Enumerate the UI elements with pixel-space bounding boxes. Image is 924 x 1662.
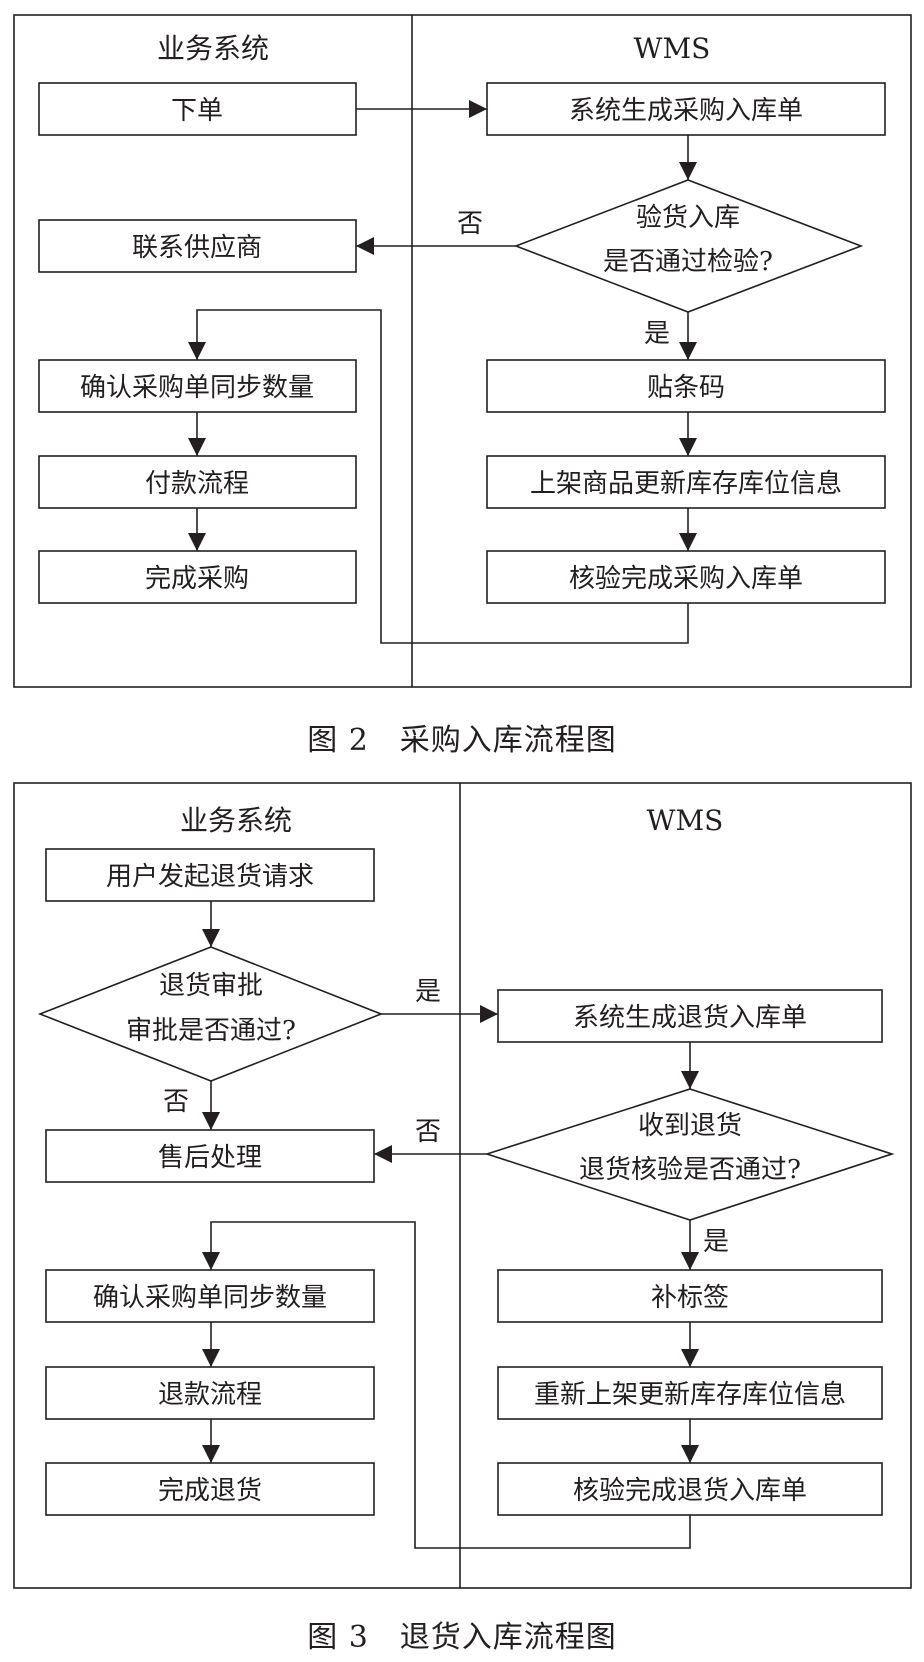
fig2-confirm-qty-box: 确认采购单同步数量 [38, 359, 357, 413]
figure-2: 业务系统 WMS 下单 联系供应商 确认采购单同步数量 付款流程 完成采购 系统… [13, 14, 912, 688]
fig2-inspect-decision: 验货入库 是否通过检验? [513, 179, 864, 313]
fig3-label-no-approve: 否 [163, 1087, 189, 1117]
fig3-gen-return-box: 系统生成退货入库单 [497, 989, 883, 1043]
fig3-relabel-box: 补标签 [497, 1269, 883, 1323]
fig2-order-label: 下单 [171, 96, 223, 126]
fig3-verify-return-label: 核验完成退货入库单 [573, 1476, 807, 1506]
fig3-user-return-box: 用户发起退货请求 [45, 848, 375, 902]
fig3-label-yes-approve: 是 [415, 977, 441, 1007]
fig3-confirm-qty-box: 确认采购单同步数量 [45, 1269, 375, 1323]
fig2-shelve-label: 上架商品更新库存库位信息 [530, 469, 842, 499]
fig2-complete-purchase-box: 完成采购 [38, 550, 357, 604]
fig2-label-yes: 是 [644, 319, 670, 349]
fig2-gen-inbound-label: 系统生成采购入库单 [569, 96, 803, 126]
fig2-confirm-qty-label: 确认采购单同步数量 [80, 373, 314, 403]
fig3-reshelve-label: 重新上架更新库存库位信息 [534, 1380, 846, 1410]
fig2-inspect-line2: 是否通过检验? [603, 247, 773, 277]
fig2-payment-box: 付款流程 [38, 455, 357, 509]
fig2-verify-inbound-label: 核验完成采购入库单 [569, 564, 803, 594]
fig3-relabel-label: 补标签 [651, 1283, 729, 1313]
fig2-barcode-box: 贴条码 [486, 359, 886, 413]
fig2-lane-right-title: WMS [634, 32, 711, 65]
fig3-approve-decision: 退货审批 审批是否通过? [37, 946, 384, 1082]
fig2-lane-left-title: 业务系统 [157, 32, 269, 65]
fig3-lane-right-title: WMS [647, 804, 724, 837]
fig3-approve-line2: 审批是否通过? [126, 1016, 296, 1046]
fig3-after-sales-box: 售后处理 [45, 1129, 375, 1183]
fig3-arrow-verify-to-confirm [202, 1221, 691, 1549]
fig3-complete-return-label: 完成退货 [158, 1476, 262, 1506]
fig2-contact-supplier-box: 联系供应商 [38, 219, 357, 273]
fig3-label-no-receive: 否 [415, 1117, 441, 1147]
fig3-label-yes-receive: 是 [703, 1227, 729, 1257]
fig2-gen-inbound-box: 系统生成采购入库单 [486, 82, 886, 136]
figure-3: 业务系统 WMS 用户发起退货请求 退货审批 审批是否通过? 售后处理 确认采购… [13, 782, 912, 1589]
fig2-contact-supplier-label: 联系供应商 [132, 233, 262, 263]
fig3-caption: 图 3 退货入库流程图 [307, 1620, 617, 1655]
fig2-complete-purchase-label: 完成采购 [145, 564, 249, 594]
fig2-label-no: 否 [457, 209, 483, 239]
fig3-receive-decision: 收到退货 退货核验是否通过? [484, 1088, 895, 1221]
fig3-refund-label: 退款流程 [158, 1380, 262, 1410]
fig3-after-sales-label: 售后处理 [158, 1143, 262, 1173]
fig3-gen-return-label: 系统生成退货入库单 [573, 1003, 807, 1033]
fig2-arrow-verify-to-confirm [188, 309, 689, 644]
fig2-caption: 图 2 采购入库流程图 [307, 723, 617, 758]
fig2-payment-label: 付款流程 [145, 469, 249, 499]
fig3-complete-return-box: 完成退货 [45, 1462, 375, 1516]
fig2-inspect-line1: 验货入库 [636, 203, 740, 233]
fig3-receive-line1: 收到退货 [638, 1111, 742, 1141]
fig2-frame [13, 14, 912, 688]
fig3-user-return-label: 用户发起退货请求 [106, 862, 314, 892]
fig3-frame [13, 782, 912, 1589]
fig2-shelve-box: 上架商品更新库存库位信息 [486, 455, 886, 509]
fig3-approve-line1: 退货审批 [159, 971, 263, 1001]
fig3-reshelve-box: 重新上架更新库存库位信息 [497, 1366, 883, 1420]
fig2-barcode-label: 贴条码 [647, 373, 725, 403]
fig3-receive-line2: 退货核验是否通过? [579, 1155, 801, 1185]
fig3-refund-box: 退款流程 [45, 1366, 375, 1420]
fig3-confirm-qty-label: 确认采购单同步数量 [93, 1283, 327, 1313]
fig2-verify-inbound-box: 核验完成采购入库单 [486, 550, 886, 604]
fig2-order-box: 下单 [38, 82, 357, 136]
fig3-lane-left-title: 业务系统 [180, 804, 292, 837]
fig3-verify-return-box: 核验完成退货入库单 [497, 1462, 883, 1516]
